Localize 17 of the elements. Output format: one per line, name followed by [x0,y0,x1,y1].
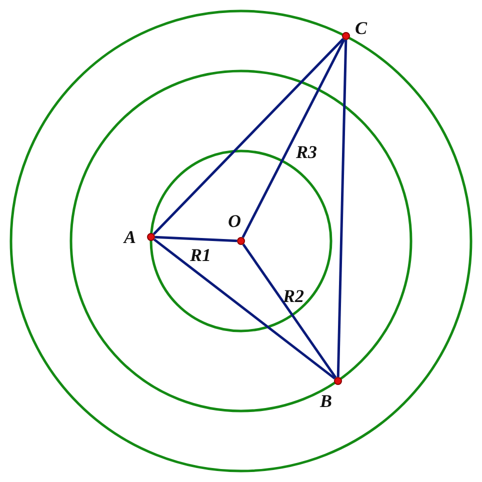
line-segment [242,244,337,378]
line-segment [152,38,344,235]
line-segment [336,40,348,378]
edge-label: R3 [296,143,318,161]
point-label: A [124,228,136,246]
point [237,237,245,245]
line-segment [153,238,336,380]
line-segment [242,39,346,238]
point-label: O [228,212,241,230]
point [334,377,342,385]
point [147,233,155,241]
point-label: C [355,19,368,37]
edge-label: R1 [190,246,212,264]
point-label: B [320,392,332,410]
point [342,32,350,40]
line-segment [154,236,238,242]
edge-label: R2 [283,287,304,305]
